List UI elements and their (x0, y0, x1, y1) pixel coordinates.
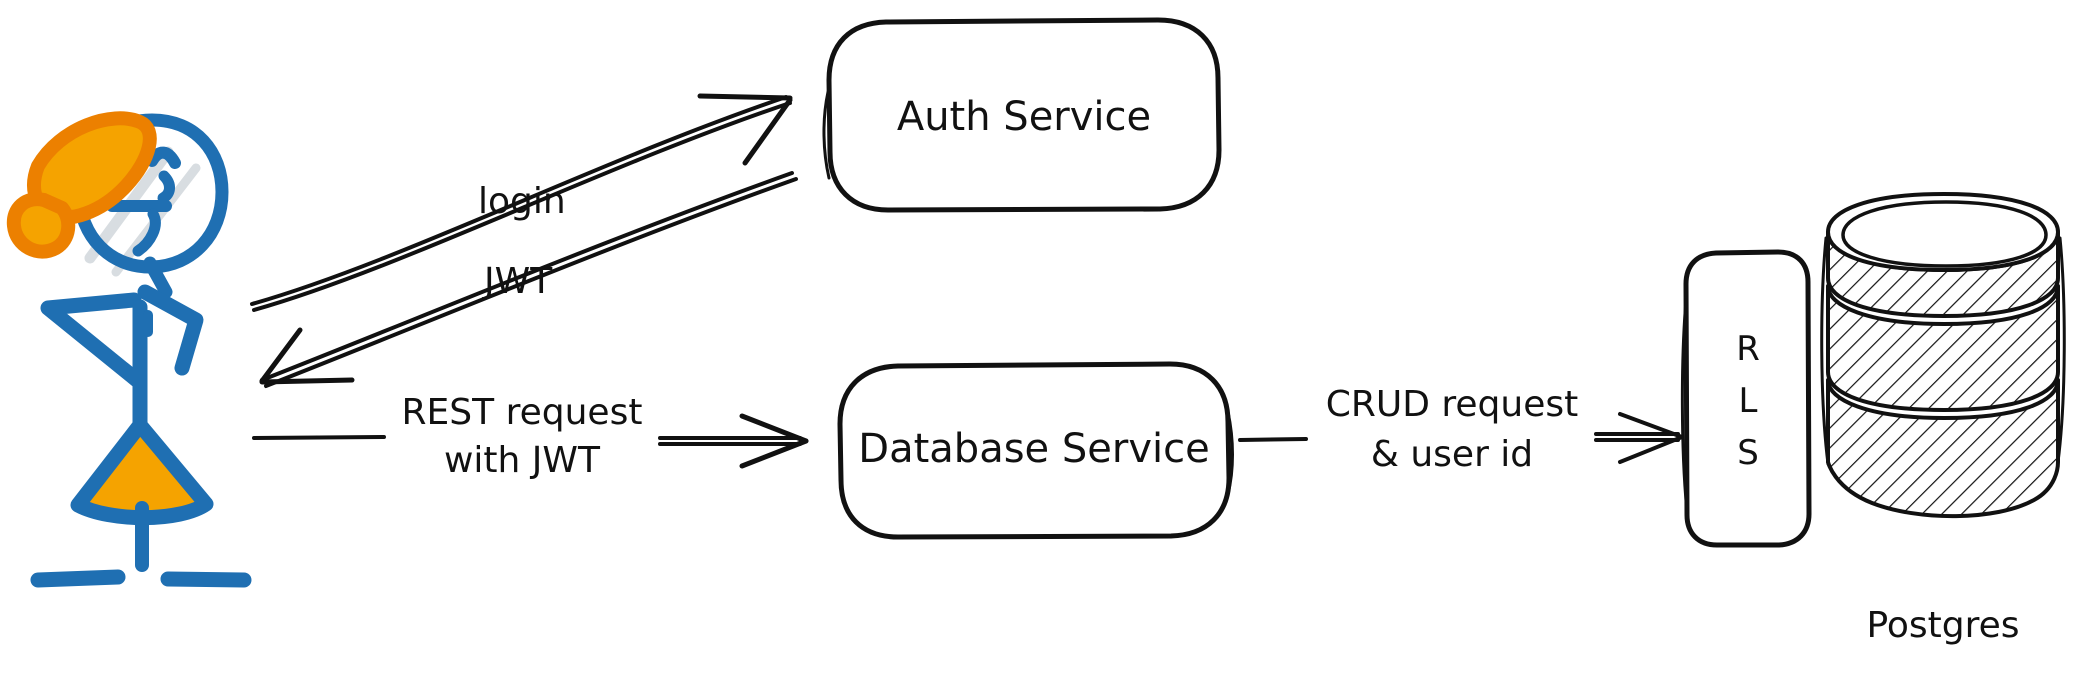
node-rls[interactable]: R L S (1680, 249, 1812, 548)
database-service-box-sketch (1226, 410, 1234, 496)
edge-login: login (250, 93, 793, 312)
right-foot-icon (160, 571, 252, 588)
edge-login-line-2 (252, 101, 792, 312)
auth-service-box (826, 17, 1222, 213)
postgres-left-sketch (1820, 236, 1830, 466)
edge-crud-label-line2: & user id (1371, 434, 1533, 475)
node-auth-service[interactable]: Auth Service (822, 17, 1222, 213)
edge-login-label: login (478, 181, 566, 222)
rls-box (1683, 249, 1812, 548)
postgres-segment-bottom (1826, 378, 2060, 519)
edge-rest-arrowhead-top (739, 413, 809, 444)
edge-login-line (250, 95, 788, 306)
auth-service-box-sketch (822, 90, 831, 180)
neck-icon (143, 256, 173, 299)
right-eye-icon (146, 146, 181, 169)
edge-login-arrowhead-top (697, 93, 793, 101)
rls-letter-l: L (1739, 381, 1758, 421)
node-postgres[interactable]: Postgres (1820, 191, 2066, 646)
nose-icon (157, 170, 175, 204)
edge-jwt-label: JWT (482, 261, 553, 302)
edge-rest-label-line1: REST request (402, 392, 643, 433)
right-arm-icon (137, 284, 204, 376)
rls-letter-s: S (1737, 433, 1759, 473)
edge-rest-label-line2: with JWT (444, 440, 601, 481)
edge-crud-line-left (1238, 437, 1308, 442)
edge-jwt-arrowhead-top (259, 377, 355, 385)
rls-box-sketch (1680, 298, 1689, 514)
chin-line-icon (132, 208, 161, 257)
edge-jwt-line (260, 171, 794, 382)
left-foot-icon (30, 569, 126, 588)
edge-jwt-line-2 (264, 177, 798, 388)
edge-rest-request: REST request with JWT (252, 392, 809, 481)
edge-crud-label-line1: CRUD request (1326, 384, 1579, 425)
edge-crud-arrowhead-top (1618, 412, 1684, 439)
node-database-service[interactable]: Database Service (837, 361, 1234, 540)
edge-rest-line-left (252, 435, 386, 440)
postgres-right-sketch (2056, 236, 2066, 464)
postgres-caption: Postgres (1866, 605, 2019, 646)
edge-crud-request: CRUD request & user id (1238, 384, 1684, 475)
rls-letter-r: R (1736, 329, 1760, 369)
postgres-top-lid-inner (1841, 200, 2048, 268)
database-service-label: Database Service (858, 426, 1209, 472)
edge-jwt: JWT (259, 171, 798, 388)
left-arm-icon (40, 292, 146, 389)
edge-rest-arrowhead-bottom (739, 438, 809, 469)
auth-service-label: Auth Service (897, 94, 1151, 140)
edge-login-arrowhead-bottom (742, 97, 793, 166)
hat-icon (6, 111, 157, 259)
database-service-box (837, 361, 1232, 540)
edge-jwt-arrowhead-bottom (259, 327, 303, 384)
user-stick-figure (6, 111, 252, 588)
edge-crud-arrowhead-bottom (1618, 435, 1684, 464)
